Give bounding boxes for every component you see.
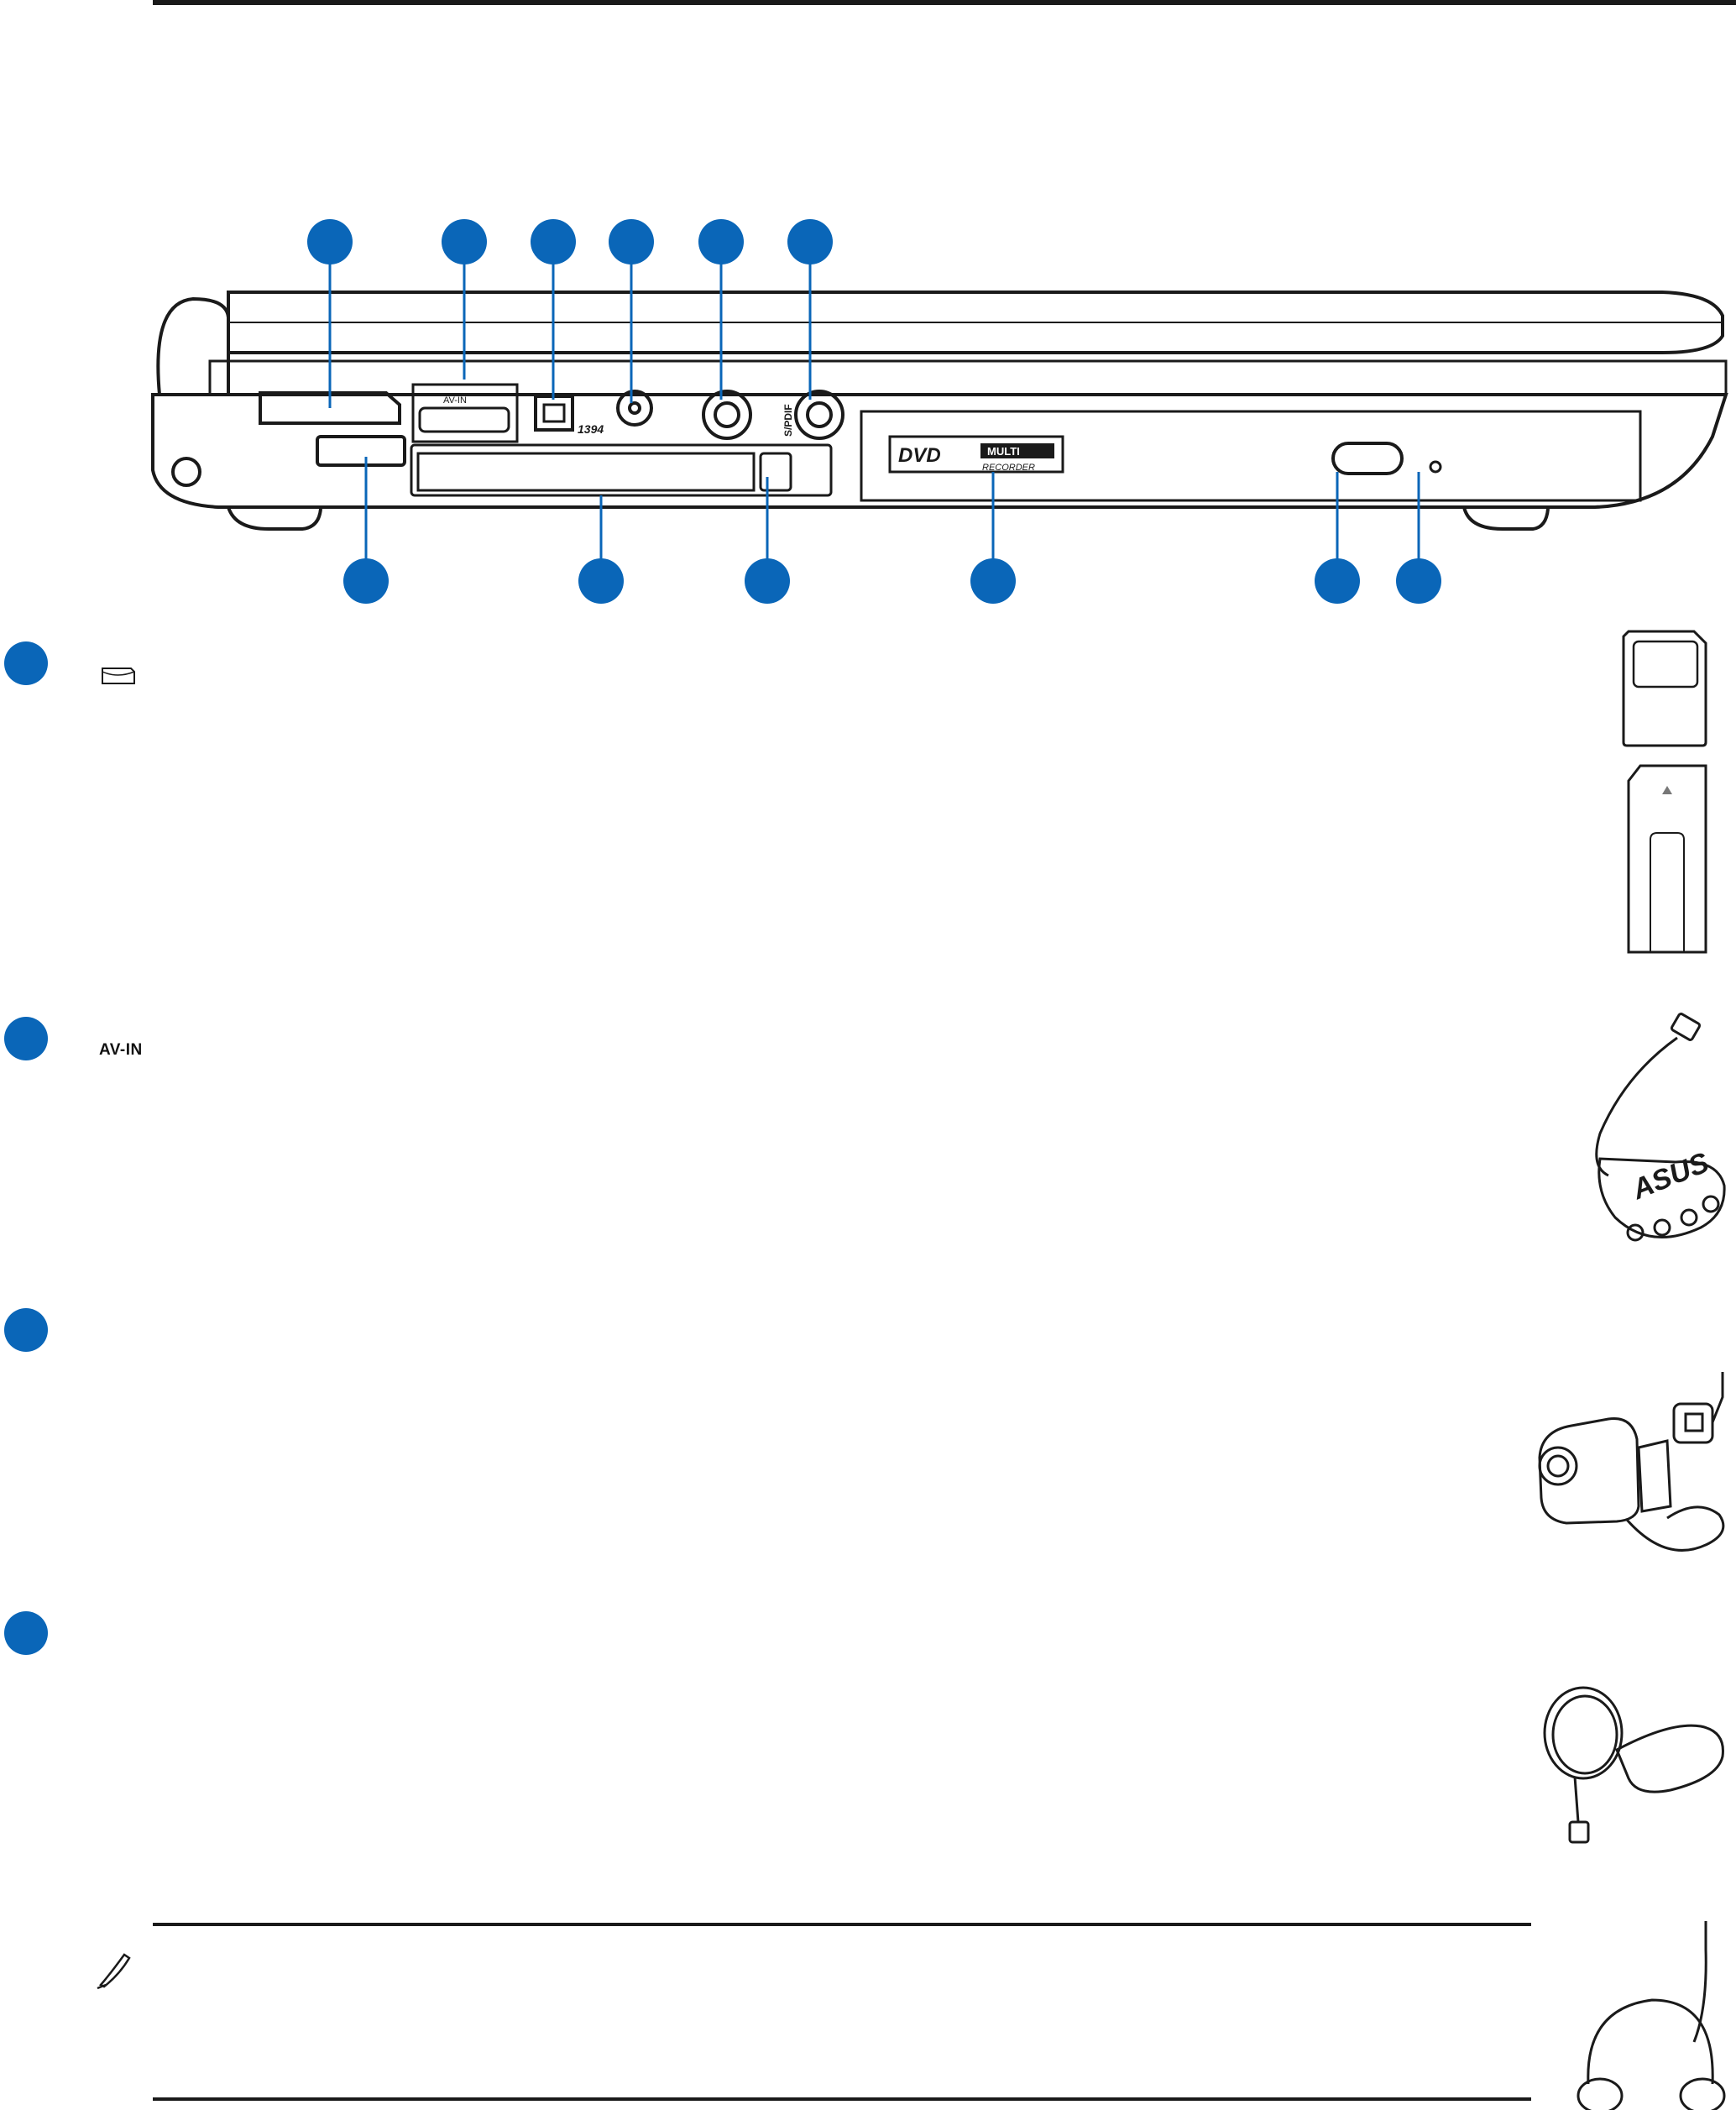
- mic-jack: [702, 390, 752, 440]
- av-adapter-illustration: ASUS: [1595, 1013, 1726, 1242]
- front-foot: [227, 506, 322, 531]
- base-outline: [151, 393, 1728, 509]
- multi-logo: MULTI: [987, 445, 1020, 458]
- firewire-port: [534, 395, 574, 432]
- svg-text:ASUS: ASUS: [1627, 1146, 1713, 1206]
- note-top-rule: [153, 1923, 1531, 1926]
- ir-window: [316, 435, 406, 467]
- callout-10: [970, 558, 1016, 604]
- callout-3: [531, 219, 576, 264]
- note-bottom-rule: [153, 2097, 1531, 2101]
- section-number-badge: [4, 1017, 48, 1060]
- callout-7: [343, 558, 389, 604]
- callout-4: [609, 219, 654, 264]
- callout-2: [442, 219, 487, 264]
- laptop-side-view: AV-IN 1394 S/PDIF DVD MULTI RECORDER: [151, 219, 1728, 604]
- av-in-label: AV-IN: [99, 1041, 143, 1059]
- section-number-badge: [4, 1611, 48, 1655]
- expresscard-slot: [410, 443, 833, 497]
- spdif-label: S/PDIF: [782, 404, 794, 437]
- top-rule: [153, 0, 1736, 5]
- av-in-housing: [411, 383, 519, 443]
- memory-stick-illustration: [1627, 764, 1707, 954]
- headphone-jack: [794, 390, 844, 440]
- section-number-badge: [4, 1308, 48, 1352]
- headphones-illustration: [1577, 1921, 1726, 2110]
- hinge-outline: [156, 296, 230, 396]
- section-number-badge: [4, 641, 48, 685]
- callout-6: [787, 219, 833, 264]
- tv-antenna-port: [616, 390, 653, 427]
- expresscard-eject: [759, 452, 792, 492]
- callout-9: [745, 558, 790, 604]
- memory-card-icon: [102, 668, 135, 684]
- callout-12: [1396, 558, 1441, 604]
- optical-eject-button: [1331, 442, 1404, 475]
- callout-5: [698, 219, 744, 264]
- dvd-logo: DVD: [898, 444, 941, 467]
- av-in-port-label: AV-IN: [443, 395, 467, 406]
- tv-tuner-illustration: [1543, 1686, 1724, 1844]
- camcorder-illustration: [1538, 1372, 1725, 1552]
- lid-outline: [227, 291, 1724, 354]
- card-reader-slot: [259, 391, 401, 425]
- memory-card-illustration: [1622, 630, 1707, 747]
- recorder-logo: RECORDER: [982, 463, 1035, 473]
- optical-drive: [860, 410, 1642, 502]
- pen-note-icon: [97, 1953, 131, 1990]
- callout-8: [578, 558, 624, 604]
- callout-11: [1315, 558, 1360, 604]
- firewire-label: 1394: [578, 422, 604, 436]
- callout-1: [307, 219, 353, 264]
- optical-emergency-eject: [1429, 460, 1442, 474]
- rear-foot: [1462, 506, 1550, 531]
